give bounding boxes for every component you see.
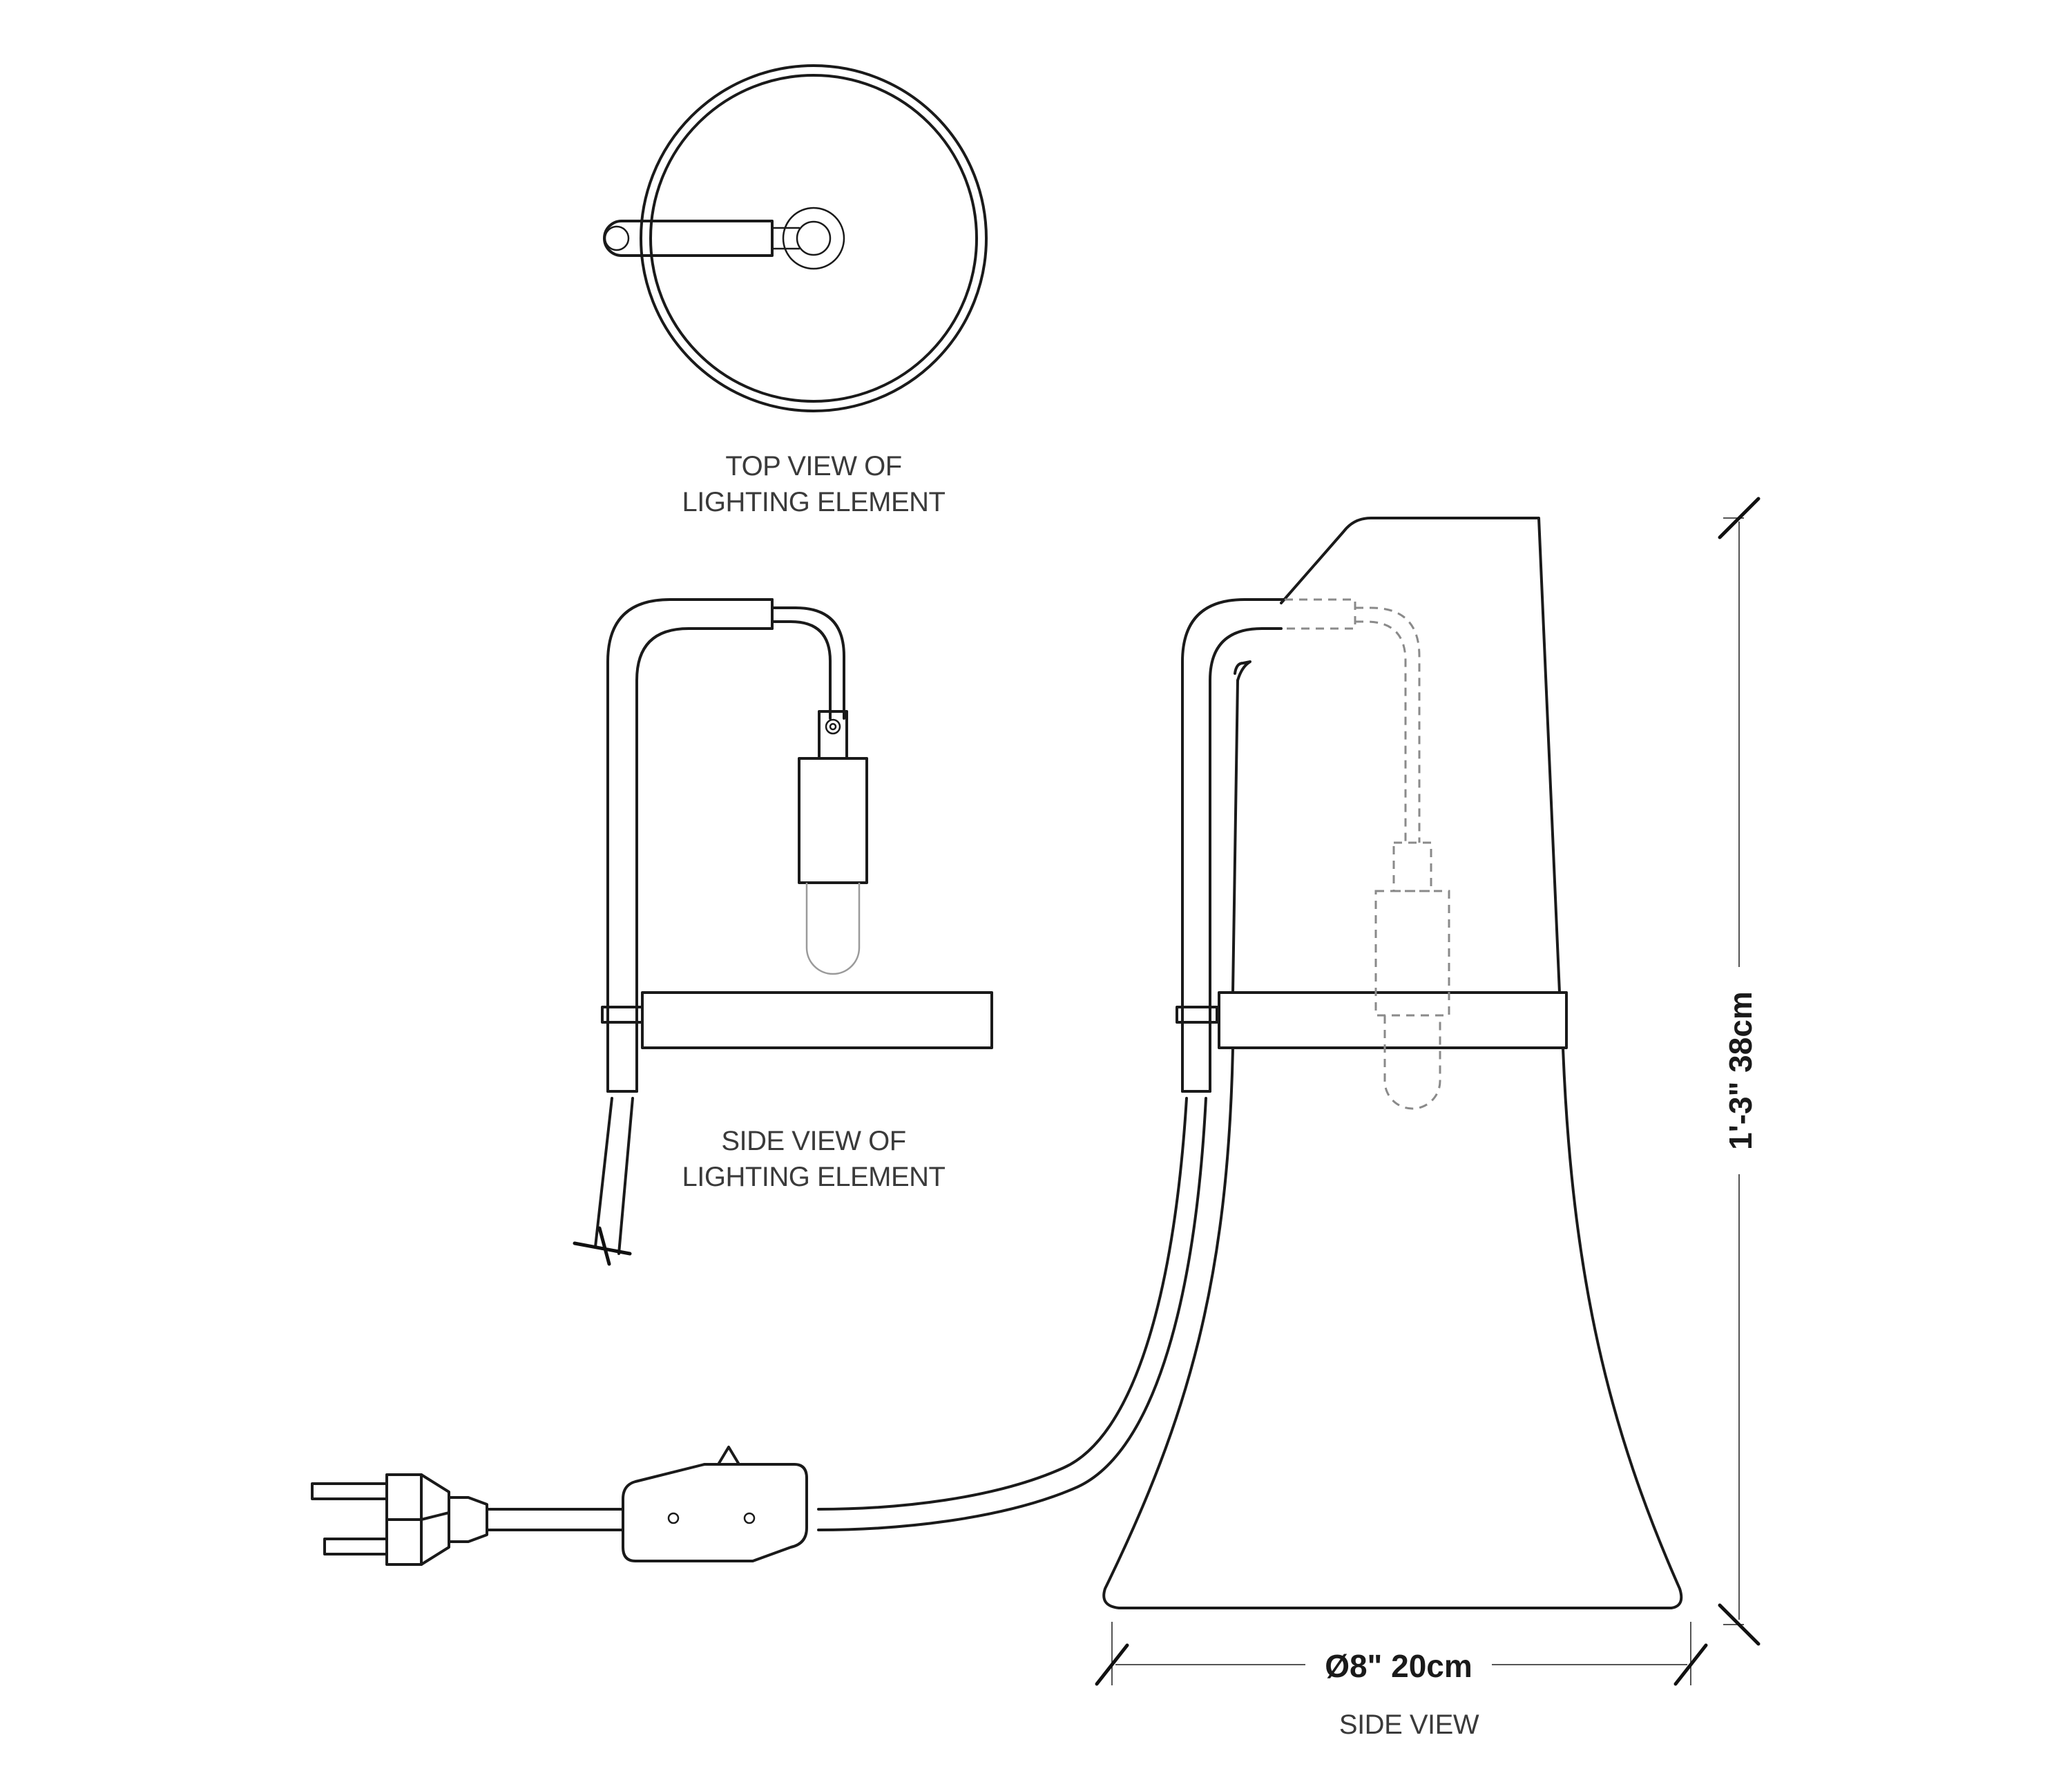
element-side-view-caption-line1: SIDE VIEW OF xyxy=(721,1126,905,1156)
diameter-dimension-label: Ø8" 20cm xyxy=(1325,1648,1473,1684)
lamp-side-view-drawing xyxy=(311,517,1683,1609)
element-side-view-caption-line2: LIGHTING ELEMENT xyxy=(682,1162,946,1192)
top-view-drawing xyxy=(603,64,988,412)
side-view-caption: SIDE VIEW xyxy=(1339,1710,1479,1740)
height-dimension-label: 1'-3" 38cm xyxy=(1723,991,1758,1150)
diameter-dimension xyxy=(1095,1622,1708,1686)
top-view-caption-line2: LIGHTING ELEMENT xyxy=(682,487,946,517)
top-view-caption-line1: TOP VIEW OF xyxy=(725,451,901,481)
height-dimension xyxy=(1718,497,1761,1646)
element-side-view-drawing xyxy=(573,598,993,1266)
